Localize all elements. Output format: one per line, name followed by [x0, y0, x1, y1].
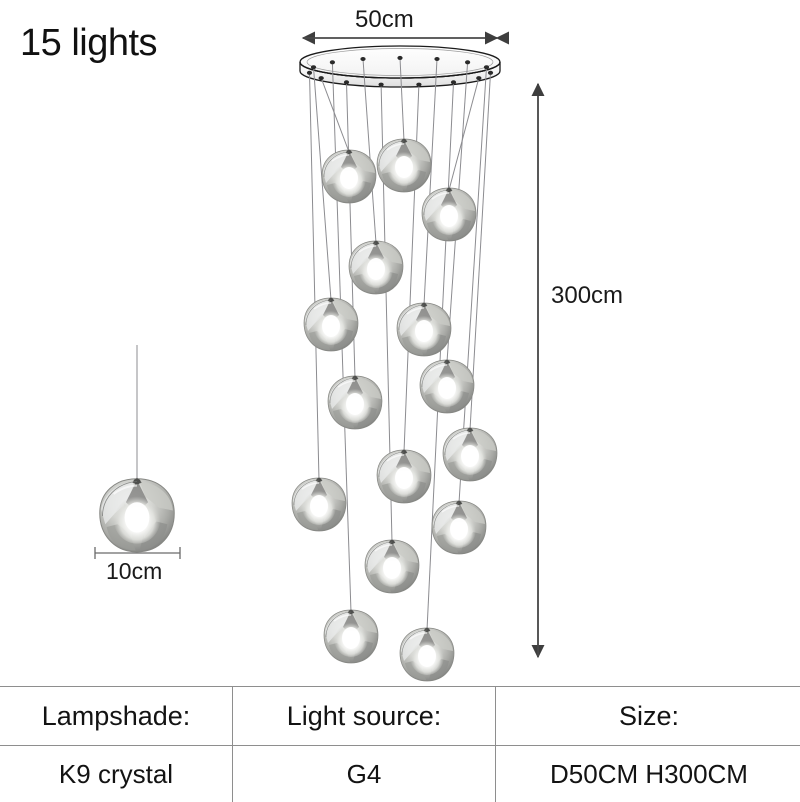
mount-pin	[465, 60, 470, 64]
page-title: 15 lights	[20, 24, 157, 62]
mount-pin	[330, 60, 335, 64]
mount-pin	[344, 80, 349, 84]
crystal-pendant	[443, 428, 497, 481]
crystal-pendant	[420, 360, 474, 413]
mount-pin	[360, 57, 365, 61]
value-light-source: G4	[233, 746, 496, 802]
mount-pin	[488, 71, 493, 75]
crystal-pendant	[349, 241, 403, 294]
suspension-wire	[310, 73, 320, 480]
mount-pin	[416, 83, 421, 87]
crystal-pendant	[324, 610, 378, 663]
mount-pin	[379, 83, 384, 87]
pendant-cluster	[292, 56, 497, 681]
mount-pin	[307, 71, 312, 75]
crystal-pendant	[432, 501, 486, 554]
drop-height-label: 300cm	[551, 284, 623, 308]
suspension-wire	[449, 78, 479, 190]
mount-pin	[434, 57, 439, 61]
crystal-pendant	[422, 188, 476, 241]
crystal-pendant	[322, 150, 376, 203]
suspension-wire	[424, 59, 437, 305]
header-lampshade: Lampshade:	[0, 687, 233, 746]
crystal-pendant	[304, 298, 358, 351]
canopy-diameter-label: 50cm	[355, 8, 414, 32]
crystal-pendant	[377, 450, 431, 503]
crystal-pendant	[292, 478, 346, 531]
crystal-pendant	[365, 540, 419, 593]
mount-pin	[451, 80, 456, 84]
shade-diameter-label: 10cm	[106, 560, 162, 583]
table-header-row: Lampshade: Light source: Size:	[0, 687, 800, 746]
header-size: Size:	[496, 687, 800, 746]
table-value-row: K9 crystal G4 D50CM H300CM	[0, 746, 800, 802]
crystal-pendant	[377, 139, 431, 192]
crystal-pendant	[400, 628, 454, 681]
mount-pin	[319, 76, 324, 80]
value-lampshade: K9 crystal	[0, 746, 233, 802]
mount-pin	[311, 65, 316, 69]
mount-pin	[484, 65, 489, 69]
single-pendant-detail	[100, 345, 175, 552]
specification-table: Lampshade: Light source: Size: K9 crysta…	[0, 686, 800, 802]
crystal-pendant	[328, 376, 382, 429]
crystal-pendant	[397, 303, 451, 356]
value-size: D50CM H300CM	[496, 746, 800, 802]
mount-pin	[476, 76, 481, 80]
header-light-source: Light source:	[233, 687, 496, 746]
suspension-wire	[470, 73, 491, 430]
mount-pin	[397, 56, 402, 60]
